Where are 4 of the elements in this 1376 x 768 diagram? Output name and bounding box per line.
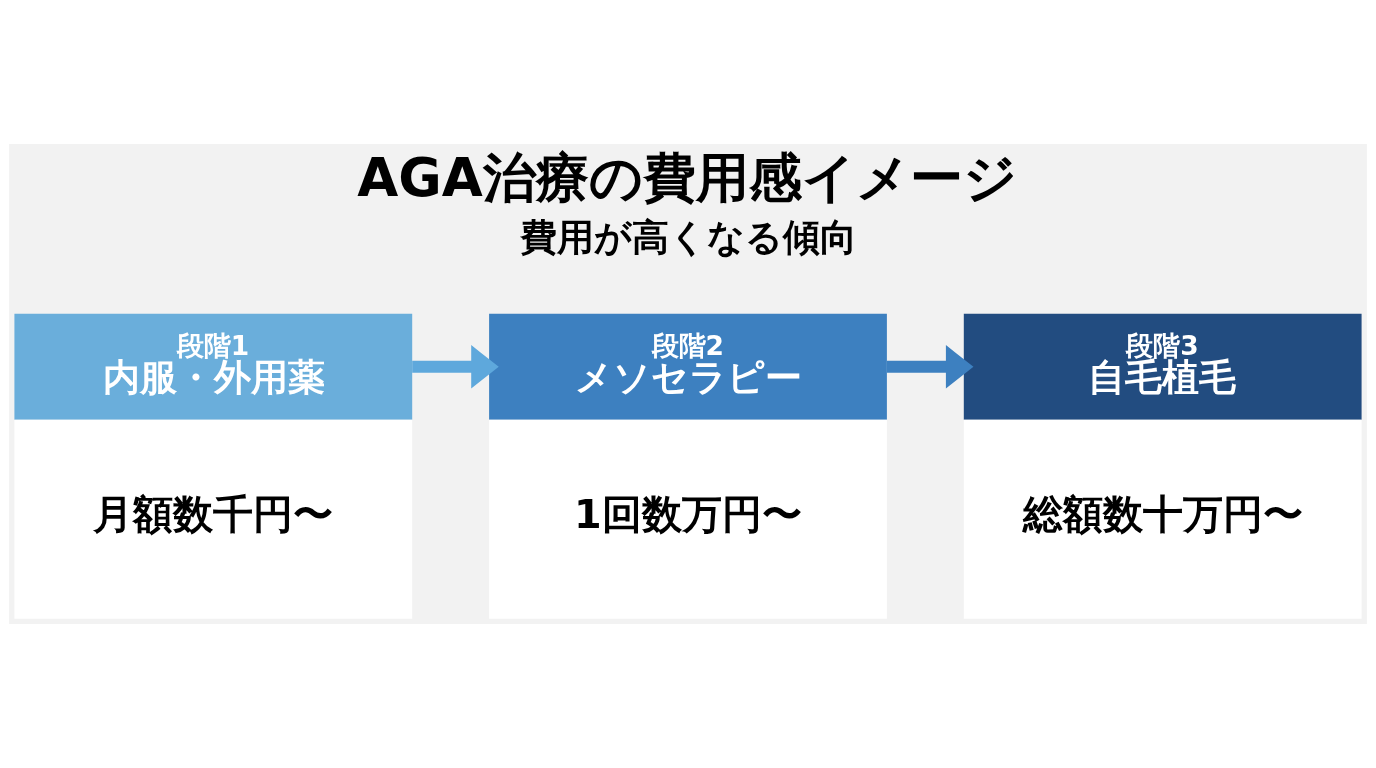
diagram-title: AGA治療の費用感イメージ [357,146,1017,209]
arrow [886,345,974,389]
arrow [412,345,499,389]
label: 費用が高くなる傾向 [520,215,858,259]
